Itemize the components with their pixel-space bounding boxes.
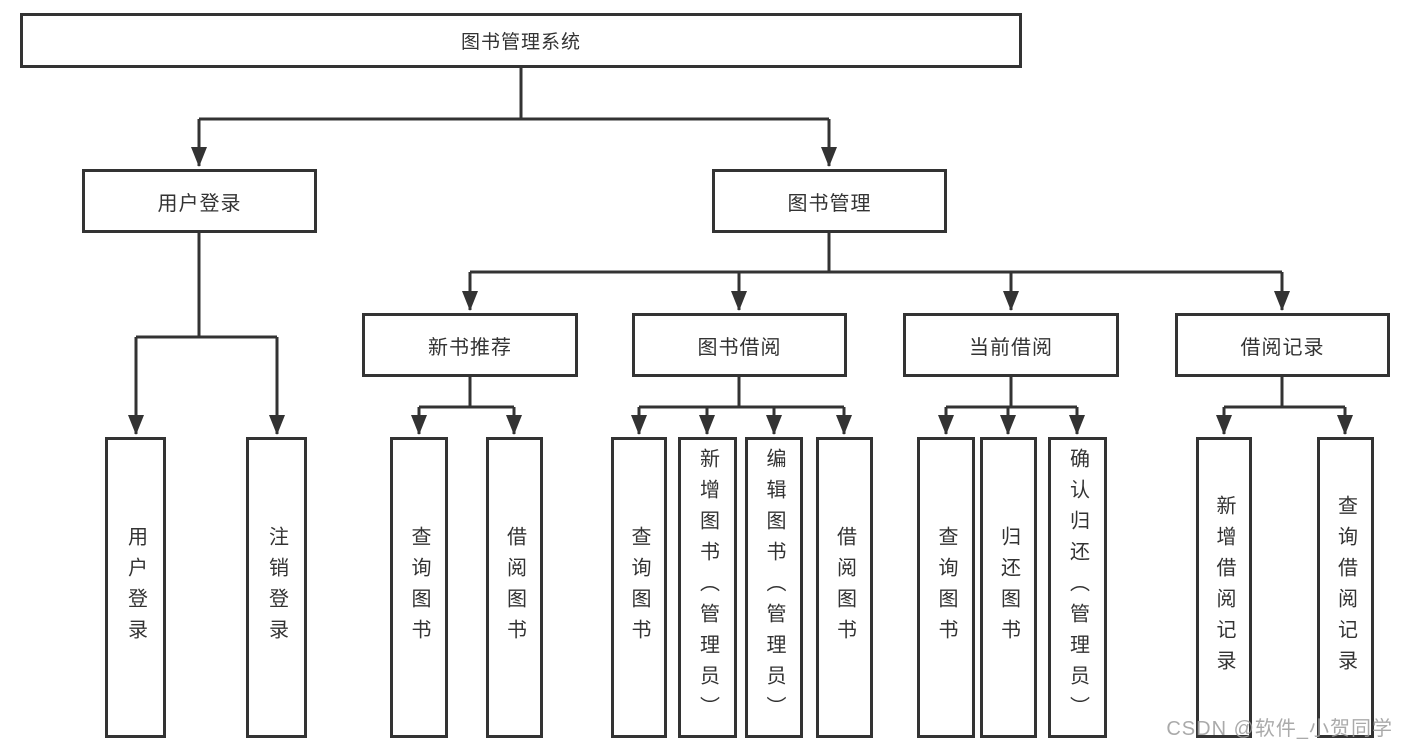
leaf-add-borrow-record-label: 新增借阅记录: [1213, 494, 1235, 681]
edge-new-book-trunk: [419, 377, 514, 409]
leaf-query-borrow-record: 查询借阅记录: [1317, 437, 1374, 738]
node-book-borrow: 图书借阅: [632, 313, 847, 377]
leaf-add-books-admin-label: 新增图书（管理员）: [696, 448, 719, 727]
leaf-return-books: 归还图书: [980, 437, 1037, 738]
leaf-borrow-books: 借阅图书: [816, 437, 873, 738]
leaf-edit-books-admin-label: 编辑图书（管理员）: [763, 448, 785, 727]
leaf-confirm-return-admin: 确认归还（管理员）: [1048, 437, 1107, 738]
leaf-confirm-return-admin-label: 确认归还（管理员）: [1066, 448, 1089, 727]
leaf-add-books-admin: 新增图书（管理员）: [678, 437, 737, 738]
leaf-edit-books-admin: 编辑图书（管理员）: [745, 437, 803, 738]
node-book-management-label: 图书管理: [787, 192, 872, 215]
leaf-borrow-books-label: 借阅图书: [833, 525, 856, 650]
csdn-watermark: CSDN @软件_小贺同学: [1166, 718, 1393, 740]
leaf-logout: 注销登录: [246, 437, 307, 738]
leaf-query-books-borrow-label: 查询图书: [628, 525, 650, 650]
node-book-management: 图书管理: [712, 169, 947, 233]
node-borrow-records-label: 借阅记录: [1240, 336, 1325, 359]
node-new-book-recommend-label: 新书推荐: [428, 336, 512, 359]
leaf-add-borrow-record: 新增借阅记录: [1196, 437, 1252, 738]
leaf-user-login: 用户登录: [105, 437, 166, 738]
node-root: 图书管理系统: [20, 13, 1022, 68]
edge-book-mgmt-trunk: [470, 233, 1282, 274]
edge-user-login-trunk: [136, 233, 277, 339]
node-root-label: 图书管理系统: [460, 32, 581, 53]
leaf-logout-label: 注销登录: [265, 525, 288, 650]
leaf-user-login-label: 用户登录: [124, 525, 147, 650]
edge-book-borrow-trunk: [639, 377, 844, 409]
leaf-query-books-recommend-label: 查询图书: [408, 525, 430, 650]
leaf-borrow-books-recommend-label: 借阅图书: [503, 525, 526, 650]
edge-current-borrow-trunk: [946, 377, 1077, 409]
leaf-query-books-recommend: 查询图书: [390, 437, 448, 738]
leaf-query-books-borrow: 查询图书: [611, 437, 667, 738]
node-current-borrow-label: 当前借阅: [969, 336, 1053, 359]
node-current-borrow: 当前借阅: [903, 313, 1119, 377]
node-user-login-label: 用户登录: [157, 192, 242, 215]
node-user-login: 用户登录: [82, 169, 317, 233]
node-borrow-records: 借阅记录: [1175, 313, 1390, 377]
node-book-borrow-label: 图书借阅: [697, 336, 782, 359]
leaf-query-borrow-record-label: 查询借阅记录: [1334, 494, 1357, 681]
edge-borrow-records-trunk: [1224, 377, 1345, 409]
leaf-return-books-label: 归还图书: [997, 525, 1020, 650]
edge-root-trunk: [199, 68, 829, 121]
node-new-book-recommend: 新书推荐: [362, 313, 578, 377]
leaf-borrow-books-recommend: 借阅图书: [486, 437, 543, 738]
leaf-query-books-current: 查询图书: [917, 437, 975, 738]
leaf-query-books-current-label: 查询图书: [935, 525, 957, 650]
